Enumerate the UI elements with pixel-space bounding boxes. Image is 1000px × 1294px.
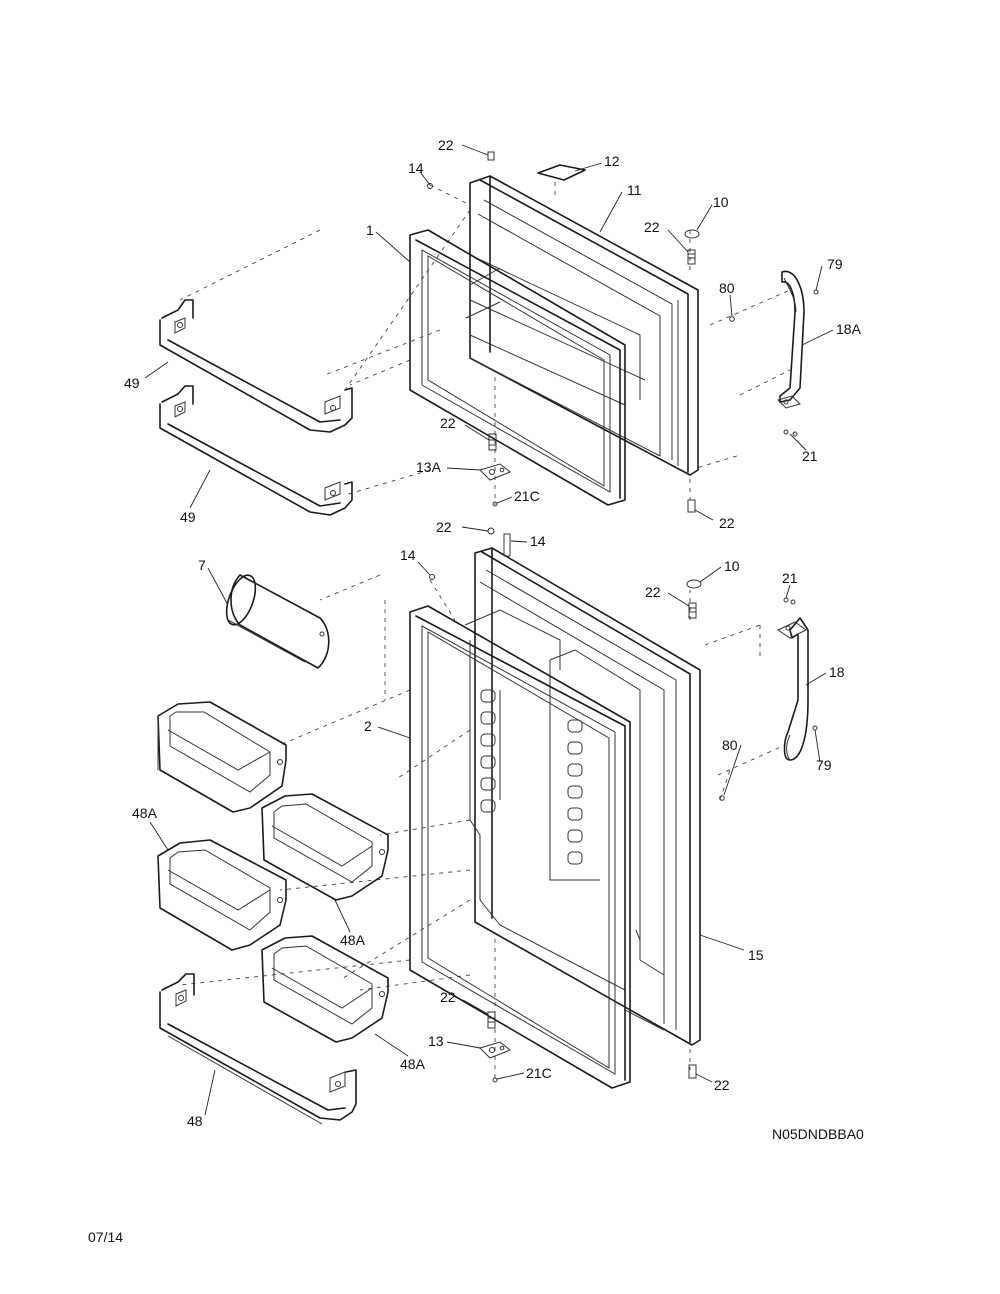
callout-79: 79 <box>827 256 843 272</box>
callout-22: 22 <box>440 989 456 1005</box>
callout-13a: 13A <box>416 459 442 475</box>
callout-21c: 21C <box>514 488 540 504</box>
callout-48a: 48A <box>400 1056 426 1072</box>
callout-1: 1 <box>366 222 374 238</box>
callout-labels: 22 12 14 11 10 22 1 79 80 18A 49 22 21 1… <box>124 137 862 1129</box>
egg-container <box>225 574 330 669</box>
callout-49: 49 <box>124 375 140 391</box>
callout-22: 22 <box>440 415 456 431</box>
freezer-shelf-bar-lower <box>159 385 353 516</box>
revision-date: 07/14 <box>88 1229 124 1245</box>
callout-80: 80 <box>722 737 738 753</box>
callout-2: 2 <box>364 718 372 734</box>
fresh-food-door-handle <box>776 617 809 761</box>
door-bin-left-upper <box>157 701 287 813</box>
callout-48a: 48A <box>132 805 158 821</box>
callout-22: 22 <box>719 515 735 531</box>
callout-49: 49 <box>180 509 196 525</box>
callout-21: 21 <box>782 570 798 586</box>
leader-lines <box>144 144 834 1116</box>
door-bin-lower <box>261 935 389 1043</box>
callout-22: 22 <box>714 1077 730 1093</box>
callout-14: 14 <box>408 160 424 176</box>
fresh-food-outer-door <box>464 547 701 1046</box>
fresh-food-door-gasket <box>409 605 631 1089</box>
callout-48: 48 <box>187 1113 203 1129</box>
callout-22: 22 <box>438 137 454 153</box>
callout-10: 10 <box>724 558 740 574</box>
callout-11: 11 <box>627 182 642 198</box>
freezer-hardware <box>427 151 819 513</box>
alignment-lines-lower <box>179 574 786 1080</box>
door-liner-dimples-left <box>480 689 496 813</box>
callout-10: 10 <box>713 194 729 210</box>
door-liner-dimples-right <box>567 719 583 865</box>
freezer-door-assembly <box>159 151 819 516</box>
freezer-door-handle <box>777 270 805 409</box>
callout-22: 22 <box>436 519 452 535</box>
callout-79: 79 <box>816 757 832 773</box>
callout-80: 80 <box>719 280 735 296</box>
door-bin-left-lower <box>157 839 287 951</box>
callout-15: 15 <box>748 947 764 963</box>
callout-18: 18 <box>829 664 845 680</box>
freezer-shelf-bar-upper <box>159 299 353 433</box>
callout-13: 13 <box>428 1033 444 1049</box>
callout-22: 22 <box>645 584 661 600</box>
door-bin-middle <box>261 793 389 901</box>
callout-14: 14 <box>530 533 546 549</box>
fresh-food-door-assembly <box>157 527 818 1125</box>
callout-14: 14 <box>400 547 416 563</box>
callout-7: 7 <box>198 557 206 573</box>
freezer-door-gasket <box>409 229 626 506</box>
callout-21: 21 <box>802 448 818 464</box>
callout-12: 12 <box>604 153 620 169</box>
callout-48a: 48A <box>340 932 366 948</box>
diagram-code: N05DNDBBA0 <box>772 1126 864 1142</box>
callout-18a: 18A <box>836 321 862 337</box>
callout-21c: 21C <box>526 1065 552 1081</box>
callout-22: 22 <box>644 219 660 235</box>
door-bin-bar-bottom <box>159 973 357 1125</box>
